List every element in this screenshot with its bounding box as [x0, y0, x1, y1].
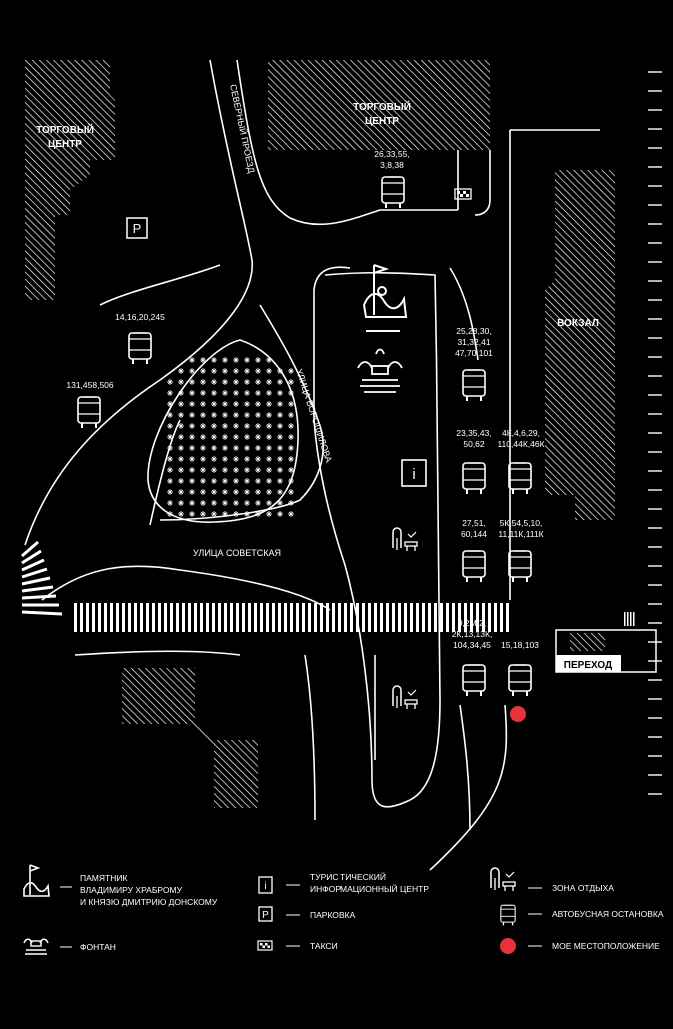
svg-text:i: i	[264, 881, 266, 892]
svg-text:ВКА: ВКА	[339, 910, 356, 920]
legend-fountain-icon	[23, 938, 49, 955]
svg-text:ПАРКО: ПАРКО	[310, 910, 339, 920]
legend-bench-icon	[490, 867, 516, 892]
bus-icon	[462, 664, 486, 697]
legend-monument-icon	[23, 864, 50, 897]
svg-text:ФОНТАН: ФОНТАН	[80, 942, 116, 952]
bus-routes-label: 11,11К,111К	[498, 529, 543, 539]
mall-left-building	[25, 60, 115, 300]
bus-icon	[381, 176, 405, 209]
bus-stop-r2b: 4К,4,6,29,110,44К,46К	[497, 428, 545, 495]
park-trees	[167, 357, 294, 517]
svg-text:ЗОНА ОТДЫХА: ЗОНА ОТДЫХА	[552, 883, 614, 893]
bus-routes-label: 131,458,506	[66, 380, 114, 390]
bus-routes-label: 15,18,103	[501, 640, 539, 650]
building-bottom	[122, 668, 258, 808]
crosswalk-main	[74, 603, 509, 632]
bus-routes-label: 23,35,43,	[456, 428, 491, 438]
mall-top-label-1: ТОРГОВЫЙ	[353, 100, 411, 113]
legend-taxi-icon	[257, 940, 273, 951]
svg-text:ТИЧЕСКИЙ: ТИЧЕСКИЙ	[340, 871, 386, 882]
legend: ПАМЯТНИК ВЛАДИМИРУ ХРАБРОМУ И КНЯЗЮ ДМИТ…	[23, 864, 664, 955]
legend-info-icon: i	[258, 876, 273, 894]
bus-routes-label: 110,44К,46К	[497, 439, 544, 449]
mall-left-label-1: ТОРГОВЫЙ	[36, 123, 94, 136]
station-building	[545, 170, 615, 520]
svg-text:АВТОБУСНАЯ ОСТАНОВКА: АВТОБУСНАЯ ОСТАНОВКА	[552, 909, 664, 919]
legend-location-icon	[500, 938, 516, 954]
station-label: ВОКЗАЛ	[557, 318, 599, 329]
bench-icon	[392, 685, 418, 710]
mall-top-label-2: ЦЕНТР	[365, 116, 399, 127]
bus-routes-label: 60,144	[461, 529, 487, 539]
bus-routes-label: 9,2М,2,	[458, 618, 486, 628]
monument-icon	[362, 264, 408, 332]
bus-routes-label: 50,62	[463, 439, 485, 449]
bus-routes-label: 47,70,101	[455, 348, 493, 358]
svg-text:ПАМЯТНИК: ПАМЯТНИК	[80, 873, 127, 883]
my-location-marker	[510, 706, 526, 722]
street-sovetskaya: УЛИЦА СОВЕТСКАЯ	[193, 548, 281, 558]
bus-stop-r4: 9,2М,2,2К,13,13К,104,34,45	[452, 618, 493, 697]
road-lines	[24, 59, 600, 871]
bus-routes-label: 14,16,20,245	[115, 312, 165, 322]
boundary-ticks	[648, 71, 662, 795]
info-icon: i	[401, 459, 427, 487]
bench-icon	[392, 527, 418, 552]
bus-icon	[508, 550, 532, 583]
svg-text:ПЕРЕХОД: ПЕРЕХОД	[564, 660, 612, 671]
park-area	[147, 339, 299, 523]
bus-icon	[462, 550, 486, 583]
bus-routes-label: 2К,13,13К,	[452, 629, 493, 639]
parking-icon: P	[126, 217, 148, 239]
svg-text:И КНЯЗЮ ДМИТРИЮ ДОНСКОМУ: И КНЯЗЮ ДМИТРИЮ ДОНСКОМУ	[80, 897, 218, 907]
bus-stop-r4b: 15,18,103	[501, 640, 539, 697]
bus-routes-label: 104,34,45	[453, 640, 491, 650]
legend-parking-icon: P	[258, 906, 273, 922]
bus-icon	[128, 332, 152, 365]
svg-text:i: i	[412, 466, 415, 483]
svg-text:P: P	[262, 910, 269, 921]
bus-stop-r3: 27,51,60,144	[461, 518, 487, 583]
bus-icon	[77, 396, 101, 429]
bus-routes-label: 27,51,	[462, 518, 486, 528]
bus-stop-left2: 131,458,506	[66, 380, 114, 429]
legend-bus-icon	[500, 904, 516, 927]
bus-routes-label: 5К,54,5,10,	[500, 518, 543, 528]
svg-text:ТАКСИ: ТАКСИ	[310, 941, 338, 951]
bus-icon	[508, 664, 532, 697]
fountain-icon	[357, 348, 403, 393]
svg-text:ВЛАДИМИРУ ХРАБРОМУ: ВЛАДИМИРУ ХРАБРОМУ	[80, 885, 183, 895]
bus-stop-r3b: 5К,54,5,10,11,11К,111К	[498, 518, 544, 583]
crosswalk-left	[21, 540, 63, 616]
bus-stop-r2: 23,35,43,50,62	[456, 428, 492, 495]
svg-text:МАЦИОННЫЙ ЦЕНТР: МАЦИОННЫЙ ЦЕНТР	[340, 883, 429, 894]
bus-routes-label: 31,32,41	[457, 337, 490, 347]
svg-text:ТУРИС: ТУРИС	[310, 872, 339, 882]
bus-stop-left1: 14,16,20,245	[115, 312, 165, 365]
bus-icon	[462, 369, 486, 402]
svg-text:ИНФОР: ИНФОР	[310, 884, 341, 894]
bus-routes-label: 25,28,30,	[456, 326, 491, 336]
svg-text:P: P	[133, 221, 142, 236]
bus-routes-label: 4К,4,6,29,	[502, 428, 540, 438]
mall-left-label-2: ЦЕНТР	[48, 139, 82, 150]
bus-icon	[462, 462, 486, 495]
bus-stop-top: 26,33,55,3,8,38	[374, 149, 410, 209]
bus-routes-label: 3,8,38	[380, 160, 404, 170]
bus-routes-label: 26,33,55,	[374, 149, 409, 159]
taxi-icon	[454, 188, 472, 200]
mall-top-building	[268, 60, 490, 150]
svg-text:МОЕ МЕСТОПОЛОЖЕНИЕ: МОЕ МЕСТОПОЛОЖЕНИЕ	[552, 941, 660, 951]
bus-icon	[508, 462, 532, 495]
underpass: ПЕРЕХОД	[555, 612, 657, 673]
